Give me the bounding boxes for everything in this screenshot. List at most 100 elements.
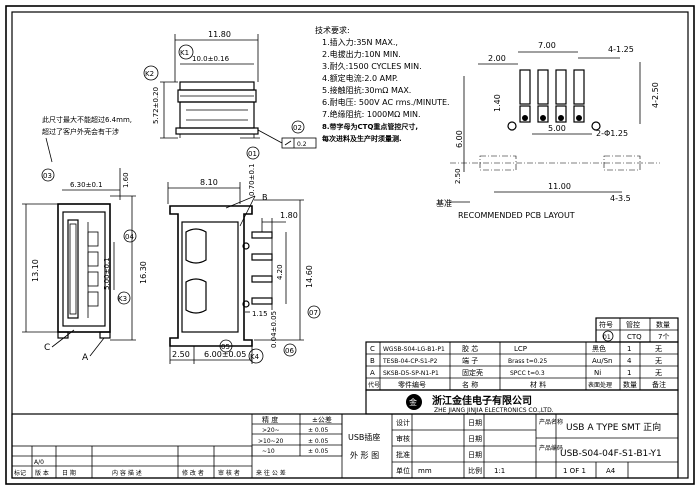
bom-c-note: 无 (655, 345, 662, 353)
bom-b-note: 无 (655, 357, 662, 365)
bom-a-name: 固定壳 (462, 368, 483, 377)
pcb-dim-4-250: 4-2.50 (651, 82, 660, 108)
bom-a-part: SKSB-D5-SP-N1-P1 (383, 370, 439, 377)
bom-c-code: C (370, 345, 375, 353)
flatness-value: 0.2 (297, 141, 307, 148)
rev-h-chk: 审 核 者 (218, 469, 240, 477)
tol-h-tol: ±公差 (312, 415, 332, 424)
tb-date-2: 日期 (468, 435, 482, 443)
tb-approve: 批准 (396, 450, 410, 459)
top-view: 11.80 10.0±0.16 5.72±0.20 K1 K2 02 0.2 (143, 30, 317, 160)
tol-r3: ~10 (262, 448, 275, 455)
balloon-05: 05 (221, 343, 230, 351)
tb-sheet: 1 OF 1 (563, 467, 586, 475)
tb-scale: 1:1 (494, 467, 505, 475)
drawing-name-2: 外 形 图 (350, 450, 379, 460)
pcb-dim-4-125: 4-1.25 (608, 45, 634, 54)
pcb-dim-2-00: 2.00 (488, 54, 506, 63)
dim-1-15: 1.15 (252, 310, 268, 318)
left-note: 此尺寸最大不能超过6.4mm, 超过了客户外壳会有干涉 (42, 115, 132, 163)
note-line-2: 超过了客户外壳会有干涉 (42, 127, 119, 136)
bom-b-surf: Au/Sn (592, 357, 612, 365)
symbol-table: 符号 管控 数量 01 CTQ 7个 (595, 317, 679, 343)
tb-unit: mm (418, 467, 432, 475)
company-name-en: ZHE JIANG JINJIA ELECTRONICS CO.,LTD. (434, 407, 554, 414)
bom-a-code: A (370, 369, 375, 377)
outer-frame (5, 5, 695, 485)
front-view: 03 6.30±0.1 1.60 13.10 16.30 5.00±0.1 04… (22, 168, 148, 363)
bom-table: C WGSB-S04-LG-B1-P1 胶 芯 LCP 黑色 1 无 B TES… (365, 341, 679, 391)
label-b: B (262, 193, 268, 202)
title-block: 精 度 ±公差 >20~ ± 0.05 >10~20 ± 0.05 ~10 ± … (11, 413, 679, 479)
rev-h-desc: 内 容 描 述 (112, 469, 142, 477)
bom-c-part: WGSB-S04-LG-B1-P1 (383, 346, 445, 353)
dim-0-04: 0.04±0.05 (270, 311, 278, 348)
bom-b-qty: 4 (627, 357, 632, 365)
bom-b-name: 端 子 (462, 356, 478, 365)
label-a: A (82, 353, 89, 363)
tol-t2: ± 0.05 (308, 438, 328, 445)
tb-date-3: 日期 (468, 451, 482, 459)
req-5: 5.接触阻抗:30mΩ MAX. (322, 85, 411, 95)
dim-1-60: 1.60 (122, 172, 130, 188)
balloon-03: 03 (43, 172, 52, 180)
balloon-01: 01 (248, 150, 257, 158)
symtab-ctrl: CTQ (627, 333, 642, 341)
dim-6-00: 6.00±0.05 (204, 350, 246, 359)
bom-h-qty: 数量 (623, 380, 637, 389)
tb-size: A4 (606, 467, 616, 475)
pcb-dim-6-00: 6.00 (455, 130, 464, 148)
balloon-k4: K4 (250, 353, 260, 361)
rev-h-mark: 标记 (14, 469, 26, 477)
tb-check: 审核 (396, 434, 410, 443)
rev-h-date: 日 期 (62, 469, 76, 477)
req-8: 8.带字母为CTQ重点管控尺寸, (322, 122, 418, 131)
symtab-sym: 01 (603, 334, 611, 341)
symtab-h-ctrl: 管控 (626, 320, 640, 329)
bom-c-mat: LCP (514, 345, 527, 353)
tb-design: 设计 (396, 418, 410, 427)
pcb-dim-2-50: 2.50 (454, 168, 462, 184)
pcb-dim-11-00: 11.00 (548, 182, 571, 191)
dim-1-80: 1.80 (280, 211, 298, 220)
dim-14-60: 14.60 (305, 265, 314, 288)
tb-scale-lbl: 比例 (468, 466, 482, 475)
dim-10-0: 10.0±0.16 (192, 55, 230, 63)
tb-product-name: USB A TYPE SMT 正向 (566, 421, 661, 433)
dim-16-30: 16.30 (139, 261, 148, 284)
dim-13-10: 13.10 (31, 259, 40, 282)
bom-a-mat: SPCC t=0.3 (510, 370, 545, 377)
balloon-04: 04 (125, 233, 134, 241)
requirements-title: 技术要求: (315, 25, 350, 35)
rev-h-mod: 修 改 者 (182, 469, 204, 477)
symtab-h-qty: 数量 (656, 320, 670, 329)
balloon-k1: K1 (180, 49, 189, 57)
tol-t3: ± 0.05 (308, 448, 328, 455)
bom-a-note: 无 (655, 369, 662, 377)
bom-b-mat: Brass t=0.25 (508, 358, 547, 365)
tol-r1: >20~ (262, 427, 280, 434)
dim-4-20: 4.20 (276, 264, 284, 280)
tb-unit-lbl: 单位 (396, 466, 410, 475)
svg-text:金: 金 (409, 397, 417, 407)
dim-0-70: 0.70±0.1 (248, 163, 256, 196)
pcb-caption: RECOMMENDED PCB LAYOUT (458, 211, 575, 220)
bom-c-name: 胶 芯 (462, 344, 478, 353)
req-3: 3.耐久:1500 CYCLES MIN. (322, 61, 422, 71)
pcb-dim-2-125: 2-Φ1.25 (596, 129, 628, 138)
tb-product-name-lbl: 产品名称 (539, 418, 563, 426)
dim-5-00: 5.00±0.1 (103, 257, 111, 290)
symtab-h-sym: 符号 (599, 320, 613, 329)
drawing-name-1: USB插座 (348, 432, 380, 442)
req-9: 每次进料及生产时须量测. (322, 134, 402, 143)
bom-c-surf: 黑色 (592, 344, 606, 353)
balloon-k3: K3 (118, 295, 127, 303)
symtab-qty: 7个 (658, 333, 669, 341)
company-logo-icon (406, 394, 422, 410)
req-6: 6.耐电压: 500V AC rms./MINUTE. (322, 97, 450, 107)
tol-t1: ± 0.05 (308, 427, 328, 434)
pcb-dim-1-40: 1.40 (493, 94, 502, 112)
balloon-06: 06 (285, 347, 294, 355)
company-name-cn: 浙江金佳电子有限公司 (432, 394, 532, 407)
